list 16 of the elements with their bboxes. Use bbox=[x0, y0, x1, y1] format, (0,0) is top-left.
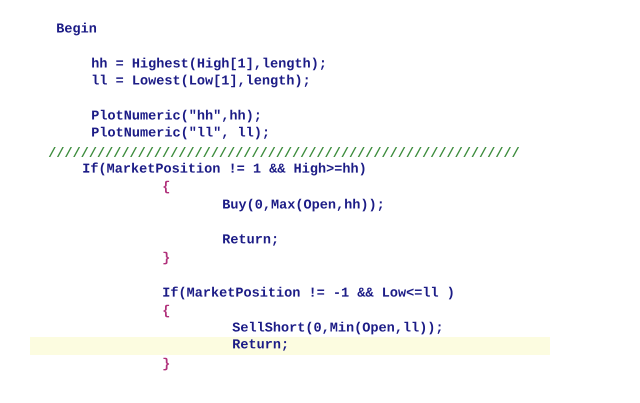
brace: { bbox=[163, 304, 170, 318]
code-line: If(MarketPosition != 1 && High>=hh) bbox=[83, 162, 364, 176]
code-line: hh = Highest(High[1],length); bbox=[92, 58, 324, 70]
brace: } bbox=[163, 252, 170, 264]
code-line: PlotNumeric("hh",hh); bbox=[92, 110, 260, 122]
code-line: ll = Lowest(Low[1],length); bbox=[92, 74, 308, 88]
code-line: Return; bbox=[233, 339, 286, 351]
brace: } bbox=[163, 358, 170, 370]
code-line: PlotNumeric("ll", ll); bbox=[92, 126, 268, 140]
code-line: If(MarketPosition != -1 && Low<=ll ) bbox=[163, 286, 453, 300]
code-line: Begin bbox=[57, 22, 96, 36]
code-line: SellShort(0,Min(Open,ll)); bbox=[232, 322, 441, 334]
comment-line: ////////////////////////////////////////////////////////// bbox=[48, 147, 520, 157]
brace: { bbox=[163, 180, 170, 194]
code-line: Buy(0,Max(Open,hh)); bbox=[223, 198, 382, 212]
code-line: Return; bbox=[223, 234, 276, 246]
